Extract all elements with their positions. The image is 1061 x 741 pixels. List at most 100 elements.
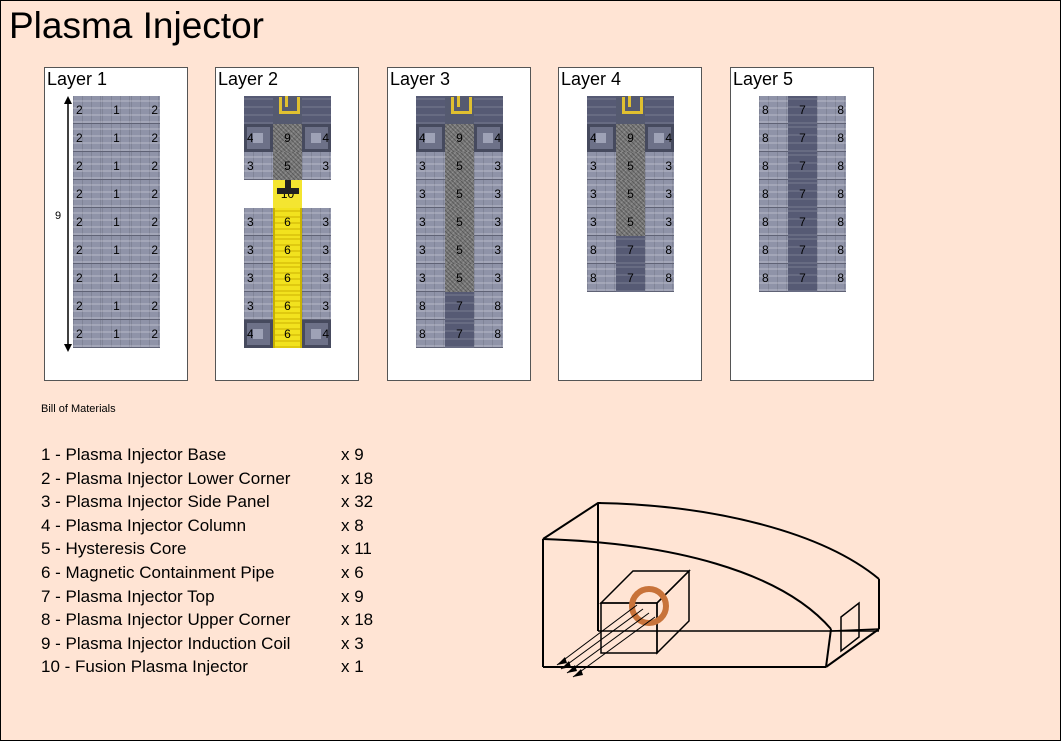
block-number: 4: [322, 327, 329, 341]
block-number: 7: [799, 271, 806, 285]
block-number: 2: [151, 102, 158, 117]
bom-heading: Bill of Materials: [41, 403, 116, 415]
block-stone: 3: [645, 152, 674, 180]
block-stone: 8: [817, 208, 846, 236]
block-pipe: 6: [273, 320, 302, 348]
block-core: 5: [445, 264, 474, 292]
block-number: 3: [494, 158, 501, 173]
block-number: 4: [590, 131, 597, 145]
bom-item-label: 9 - Plasma Injector Induction Coil: [41, 633, 291, 653]
block-number: 1: [113, 186, 120, 201]
block-number: 3: [494, 242, 501, 257]
block-core: 5: [445, 236, 474, 264]
block-number: 1: [113, 298, 120, 313]
bom-item-quantity: x 18: [341, 468, 374, 488]
bom-item-quantity: x 9: [341, 445, 364, 464]
block-number: 3: [419, 158, 426, 173]
block-number: 8: [762, 270, 769, 285]
block-number: 3: [494, 214, 501, 229]
block-number: 9: [627, 131, 634, 145]
bom-item-quantity: x 32: [341, 492, 374, 512]
block-dark: 7: [445, 320, 474, 348]
block-number: 6: [284, 299, 291, 313]
block-pipe: 6: [273, 208, 302, 236]
layer-label: Layer 5: [733, 69, 794, 89]
block-column: 4: [474, 124, 503, 152]
block-number: 7: [799, 215, 806, 229]
block-stone: 1: [102, 124, 131, 152]
block-core: 5: [616, 208, 645, 236]
block-dark: [244, 96, 273, 124]
block-number: 2: [151, 270, 158, 285]
block-stone: 2: [131, 152, 160, 180]
block-number: 3: [322, 214, 329, 229]
bom-item-quantity: x 11: [341, 539, 372, 559]
bom-item-quantity: x 3: [341, 633, 364, 653]
block-number: 8: [837, 130, 844, 145]
block-number: 7: [627, 271, 634, 285]
block-stone: 2: [73, 152, 102, 180]
bom-item-quantity: x 18: [341, 610, 374, 630]
block-column: 4: [302, 124, 331, 152]
block-number: 5: [456, 159, 463, 173]
block-dark: 7: [788, 152, 817, 180]
block-number: 8: [837, 270, 844, 285]
block-coil: [445, 96, 474, 124]
block-number: 2: [76, 326, 83, 341]
block-stone: 3: [474, 236, 503, 264]
induction-coil-icon: [451, 96, 472, 114]
block-stone: 1: [102, 180, 131, 208]
block-stone: 3: [474, 208, 503, 236]
block-number: 1: [113, 214, 120, 229]
block-number: 5: [284, 159, 291, 173]
block-stone: 3: [244, 208, 273, 236]
block-stone: 1: [102, 292, 131, 320]
block-core: 5: [273, 152, 302, 180]
block-number: 6: [284, 215, 291, 229]
block-core: 5: [445, 208, 474, 236]
bom-item-label: 1 - Plasma Injector Base: [41, 445, 227, 464]
block-number: 2: [151, 130, 158, 145]
block-number: 2: [76, 186, 83, 201]
block-stone: 3: [244, 292, 273, 320]
height-dimension-arrow: [64, 96, 72, 352]
block-number: 2: [76, 242, 83, 257]
block-dark: [416, 96, 445, 124]
block-stone: 1: [102, 264, 131, 292]
block-number: 3: [247, 298, 254, 313]
block-number: 2: [76, 214, 83, 229]
block-number: 3: [665, 214, 672, 229]
block-number: 8: [762, 214, 769, 229]
block-stone: 8: [759, 96, 788, 124]
block-number: 3: [419, 270, 426, 285]
block-stone: 3: [244, 236, 273, 264]
block-dark: 7: [788, 236, 817, 264]
block-number: 3: [419, 242, 426, 257]
block-stone: 2: [73, 320, 102, 348]
block-coil: [616, 96, 645, 124]
block-number: 1: [113, 102, 120, 117]
block-number: 6: [284, 243, 291, 257]
block-column: 4: [645, 124, 674, 152]
block-stone: 1: [102, 96, 131, 124]
block-number: 8: [419, 298, 426, 313]
block-stone: 3: [474, 152, 503, 180]
block-stone: 8: [759, 152, 788, 180]
block-number: 3: [494, 270, 501, 285]
block-stone: 8: [759, 124, 788, 152]
block-core: 5: [445, 152, 474, 180]
block-pipe: 6: [273, 264, 302, 292]
block-core: 9: [273, 124, 302, 152]
block-stone: 3: [302, 264, 331, 292]
block-number: 7: [799, 159, 806, 173]
block-number: 2: [76, 158, 83, 173]
block-stone: 2: [131, 292, 160, 320]
block-number: 2: [151, 298, 158, 313]
block-number: 3: [590, 158, 597, 173]
block-column: 4: [416, 124, 445, 152]
